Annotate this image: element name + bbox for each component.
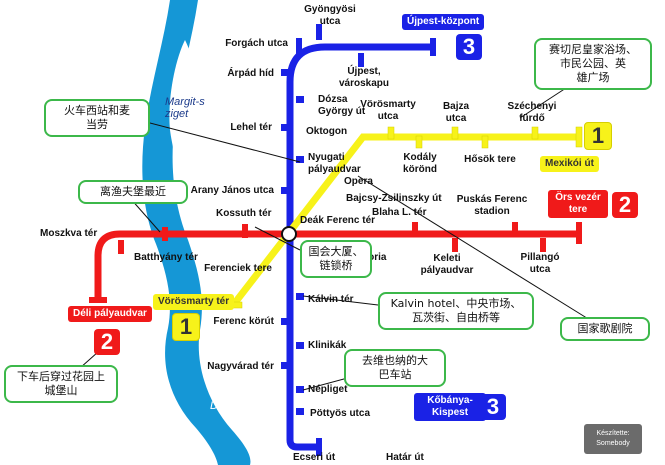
station-dozsa-gyorgy-ut[interactable]: Dózsa György út [318,94,366,117]
station-nagyvarad-ter[interactable]: Nagyvárad tér [207,361,274,372]
danube-river [142,0,251,465]
line-1-badge-top: 1 [584,122,612,150]
station-kodaly-korond[interactable]: Kodály körönd [403,152,437,175]
station-vorosmarty-utca[interactable]: Vörösmarty utca [360,99,416,122]
station-arpad-hid[interactable]: Árpád híd [227,68,274,79]
line-1-stops [227,126,583,309]
note-nyugati: 火车西站和麦 当劳 [44,99,150,137]
station-opera[interactable]: Opera [344,176,373,187]
station-batthyany-ter[interactable]: Batthyány tér [134,252,198,263]
terminal-kobanya-kispest[interactable]: Kőbánya-Kispest [414,393,486,421]
station-ferenc-korut[interactable]: Ferenc körút [213,316,274,327]
note-opera: 国家歌剧院 [560,317,650,341]
station-pillango-utca[interactable]: Pillangó utca [520,252,560,275]
station-arany-janos-utca[interactable]: Arany János utca [190,185,274,196]
note-nepliget: 去维也纳的大 巴车站 [344,349,446,387]
duna-label: Duna [210,400,237,412]
credit-badge: Készítette: Somebody [584,424,642,454]
line-2-stops [89,222,582,303]
station-szechenyi-furdo[interactable]: Széchenyi fürdő [507,101,557,124]
station-keleti-palyaudvar[interactable]: Keleti pályaudvar [420,253,474,276]
line-3-track [286,43,432,451]
line-2-badge-left: 2 [94,329,120,355]
line-2-badge-right: 2 [612,192,638,218]
line-3-stops [281,24,436,456]
line-1-badge-bottom: 1 [172,313,200,341]
note-deli: 下车后穿过花园上 城堡山 [4,365,118,403]
terminal-ujpest-kozpont[interactable]: Újpest-központ [402,14,485,30]
line-1-track [231,133,578,307]
deak-hub [281,226,297,242]
station-bajza-utca[interactable]: Bajza utca [442,101,470,124]
station-nyugati-palyaudvar[interactable]: Nyugati pályaudvar [308,152,361,175]
station-hatar-ut[interactable]: Határ út [386,452,424,463]
station-ujpest-varoskapu[interactable]: Újpest, városkapu [338,66,390,89]
line-2-track [94,230,578,300]
note-batthyany: 离渔夫堡最近 [78,180,188,204]
line-3-badge-bottom: 3 [480,394,506,420]
station-pottyos-utca[interactable]: Pöttyös utca [310,408,371,419]
note-kossuth: 国会大厦、 链锁桥 [300,240,372,278]
station-gyongyosi-utca[interactable]: Gyöngyösi utca [304,4,356,27]
margaret-island [169,40,201,182]
note-kalvin: Kalvin hotel、中央市场、 瓦茨街、自由桥等 [378,292,534,330]
terminal-vorosmarty-ter[interactable]: Vörösmarty tér [153,294,235,310]
station-bajcsy-zsilinszky-ut[interactable]: Bajcsy-Zsilinszky út [346,193,442,204]
station-kalvin-ter[interactable]: Kálvin tér [308,294,354,305]
station-oktogon[interactable]: Oktogon [306,126,348,137]
station-puskas-ferenc-stadion[interactable]: Puskás Ferenc stadion [456,194,528,217]
terminal-ors-vezer-tere[interactable]: Örs vezér tere [548,190,608,218]
station-nepliget[interactable]: Népliget [308,384,348,395]
station-moszkva-ter[interactable]: Moszkva tér [40,228,98,239]
station-deak-ferenc-ter[interactable]: Deák Ferenc tér [300,215,376,226]
station-ecseri-ut[interactable]: Ecseri út [293,452,336,463]
line-3-badge-top: 3 [456,34,482,60]
margit-sziget-label: Margit-sziget [165,96,205,120]
station-hosok-tere[interactable]: Hősök tere [464,154,516,165]
station-klinikak[interactable]: Klinikák [308,340,347,351]
station-kossuth-ter[interactable]: Kossuth tér [216,208,272,219]
terminal-mexikoi-ut[interactable]: Mexikói út [540,156,599,172]
station-forgach-utca[interactable]: Forgách utca [225,38,288,49]
station-blaha-lujza-ter[interactable]: Blaha L. tér [372,207,427,218]
terminal-deli-palyaudvar[interactable]: Déli pályaudvar [68,306,152,322]
station-lehel-ter[interactable]: Lehel tér [230,122,272,133]
note-szechenyi: 赛切尼皇家浴场、 市民公园、英 雄广场 [534,38,652,90]
station-ferenciek-tere[interactable]: Ferenciek tere [204,263,272,274]
